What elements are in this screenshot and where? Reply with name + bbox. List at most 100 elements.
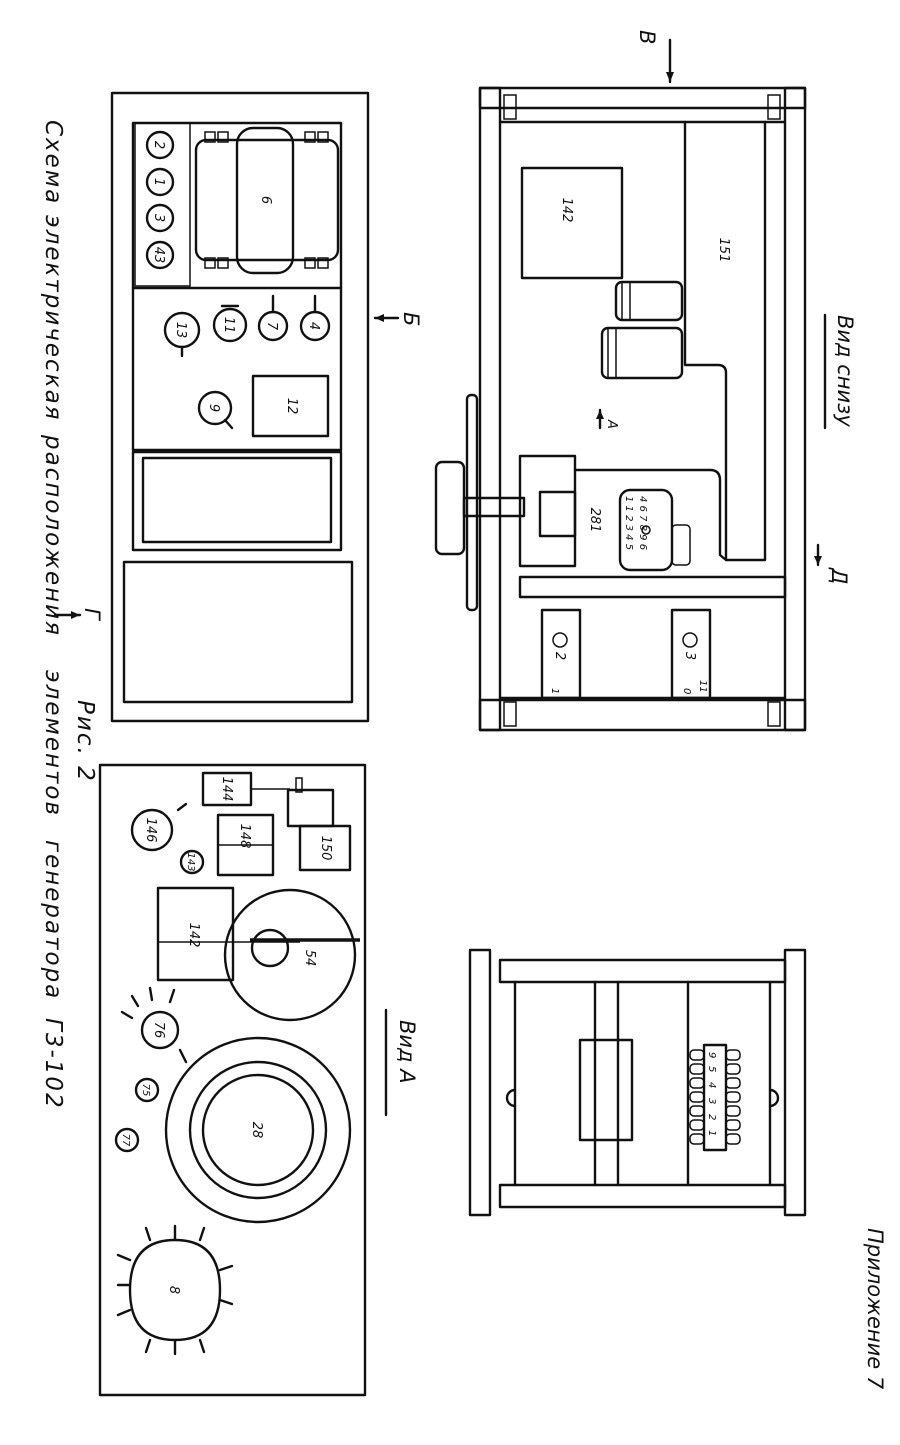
block-12 [251,374,330,438]
rack-bottom-rail [498,1183,787,1209]
label-151: 151 [716,238,731,263]
knob-76-spoke [120,1010,134,1020]
rack-pin-4: 4 [706,1082,717,1088]
rack-notch-left [505,1088,517,1108]
caption-word-3: расположения [40,434,66,637]
terminal-lug [725,1063,741,1075]
tube-socket-strip [134,122,191,287]
terminal-lug [689,1077,705,1089]
label-8: 8 [166,1286,181,1294]
socket-pins-row2: 4 6 7 8 9 6 [637,496,648,550]
socket-143 [179,849,205,875]
transformer-6-frame [194,138,340,262]
socket-1 [145,167,175,197]
label-77: 77 [120,1134,131,1147]
compartment-lower-1-inner [141,456,333,544]
terminal-lug [689,1049,705,1061]
label-bottom-1: 1 [549,688,560,694]
terminal-lug [725,1091,741,1103]
label-13: 13 [173,322,188,339]
socket-2 [145,130,175,160]
assembly-281-base [518,454,577,568]
mount-tab [204,131,216,143]
block-150-lead [295,777,303,793]
label-3: 3 [151,214,166,222]
knob-146 [130,808,174,852]
switch-8-pin [218,1298,234,1306]
tube-2 [600,326,684,380]
socket-75 [134,1077,160,1103]
knob-76-spoke [130,994,140,1008]
label-142-bottom: 142 [559,198,574,223]
caption-word-1: Схема [40,120,66,205]
switch-8-pin [116,1253,132,1262]
view-a-panel: Вид А 144 146 148 150 143 142 54 [98,763,419,1397]
crossbar [518,575,787,599]
label-bottom-11: 11 [697,680,708,693]
mount-tab [317,257,329,269]
socket-block-2-1 [540,608,582,700]
terminal-lug [725,1077,741,1089]
label-43: 43 [151,247,166,264]
marker-b-label: Б [399,312,423,326]
marker-a-arrow [596,410,604,419]
compartment-lower-2 [122,560,354,704]
label-6: 6 [258,196,273,204]
label-148: 148 [237,824,252,849]
switch-8-pin [198,1338,206,1354]
assembly-281-frame [573,468,728,562]
label-150: 150 [318,836,333,861]
caption: Схема электрическая расположения элемент… [40,120,98,1110]
corner-bracket [767,701,781,727]
marker-a-label: А [604,419,619,429]
marker-v-arrow [666,72,674,82]
terminal-lug [689,1091,705,1103]
label-2: 2 [151,141,166,149]
label-54: 54 [302,950,317,967]
section-marker-b: Б [373,312,423,326]
knob-9 [197,390,233,426]
terminal-lug [725,1133,741,1145]
mount-tab [217,131,229,143]
mount-tab [217,257,229,269]
corner-bracket [503,94,517,120]
label-bottom-0: 0 [681,688,692,694]
socket-77 [114,1127,140,1153]
rotary-switch-8 [128,1238,222,1342]
switch-8-pin [198,1226,206,1242]
label-142-view-a: 142 [186,923,201,948]
mount-tab [317,131,329,143]
dial-28-inner [201,1073,315,1187]
block-150-top [286,788,335,828]
dial-28-outer [164,1036,352,1224]
appendix-label: Приложение 7 [863,1228,887,1390]
terminal-lug [689,1133,705,1145]
dial-54 [223,888,357,1022]
marker-v-label: В [635,30,659,44]
label-281: 281 [587,508,602,533]
knob-9-pointer [223,418,234,430]
dial-54-hub [250,928,290,968]
terminal-lug [725,1105,741,1117]
marker-d-arrow [814,556,822,565]
knob-11 [212,307,248,343]
caption-word-4: элементов [40,670,66,817]
section-marker-g: Г [53,608,104,622]
dial-28-middle [188,1060,328,1200]
rack-view: 9 5 4 3 2 1 [468,948,807,1217]
switch-8-pin [144,1338,152,1354]
chassis-left-flange [478,86,502,732]
block-142-view-a [156,886,235,982]
label-7: 7 [264,322,279,331]
marker-d-label: Д [827,567,851,584]
label-75: 75 [140,1084,151,1097]
layout-plate: 2 1 3 43 6 13 11 7 4 [110,91,370,723]
knob-146-tab [176,802,188,812]
pin-resistor [671,524,691,566]
knob-76 [140,1010,180,1050]
terminal-lug [725,1119,741,1131]
rack-left-flange [468,948,492,1217]
transformer-6-core [235,126,295,275]
terminal-lug [689,1063,705,1075]
rack-pin-9: 9 [706,1052,717,1058]
